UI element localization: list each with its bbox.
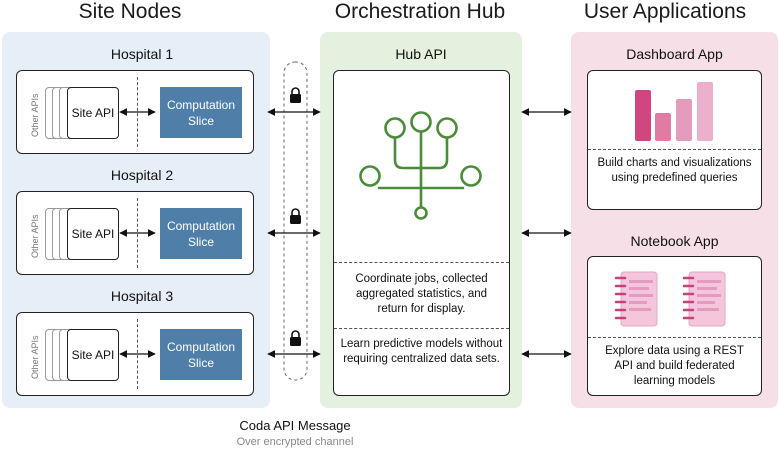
divider [588,149,761,150]
notebook-icon [614,271,658,327]
site-api-label: Site API [71,227,115,241]
computation-slice-label: Computation Slice [166,218,236,249]
hospital-2-card: Site API Other APIs Computation Slice [16,191,254,275]
hospital-3-card: Site API Other APIs Computation Slice [16,312,254,396]
computation-slice-label: Computation Slice [166,97,236,128]
bar [676,99,692,141]
site-api-box: Site API [67,329,119,381]
lock-icon [290,87,301,103]
channel-sublabel: Over encrypted channel [236,436,354,448]
hub-desc-learn: Learn predictive models without requirin… [340,338,503,365]
computation-slice: Computation Slice [160,87,242,138]
computation-slice: Computation Slice [160,208,242,259]
user-applications-title: User Applications [583,0,747,23]
hub-desc-coordinate: Coordinate jobs, collected aggregated st… [355,273,488,315]
notebook-app-title: Notebook App [630,233,719,249]
bar [697,82,713,141]
hub-api-card: Coordinate jobs, collected aggregated st… [333,70,510,396]
divider [334,328,509,329]
dashboard-desc: Build charts and visualizations using pr… [597,157,752,184]
bar [635,90,651,141]
divider [588,337,761,338]
notebook-desc: Explore data using a REST API and build … [605,345,744,387]
site-api-box: Site API [67,208,119,260]
site-api-label: Site API [71,106,115,120]
computation-slice-label: Computation Slice [166,339,236,370]
hospital-2-title: Hospital 2 [110,167,174,183]
hospital-3-title: Hospital 3 [110,288,174,304]
hospital-1-card: Site API Other APIs Computation Slice [16,70,254,154]
site-api-label: Site API [71,348,115,362]
network-tree-icon [359,111,482,220]
hospital-1-title: Hospital 1 [110,46,174,62]
orchestration-hub-title: Orchestration Hub [334,0,506,23]
dashboard-app-title: Dashboard App [626,46,723,62]
site-api-box: Site API [67,87,119,139]
hub-api-title: Hub API [395,46,447,62]
bar-chart-icon [635,82,713,141]
encrypted-channel [283,61,308,381]
notebook-app-card: Explore data using a REST API and build … [587,256,762,396]
lock-icon [290,330,301,346]
notebook-icon [682,271,726,327]
lock-icon [290,208,301,224]
site-nodes-title: Site Nodes [78,0,182,23]
computation-slice: Computation Slice [160,329,242,380]
bar [655,113,671,141]
divider [334,262,509,263]
dashboard-app-card: Build charts and visualizations using pr… [587,70,762,210]
channel-label: Coda API Message [239,418,351,433]
